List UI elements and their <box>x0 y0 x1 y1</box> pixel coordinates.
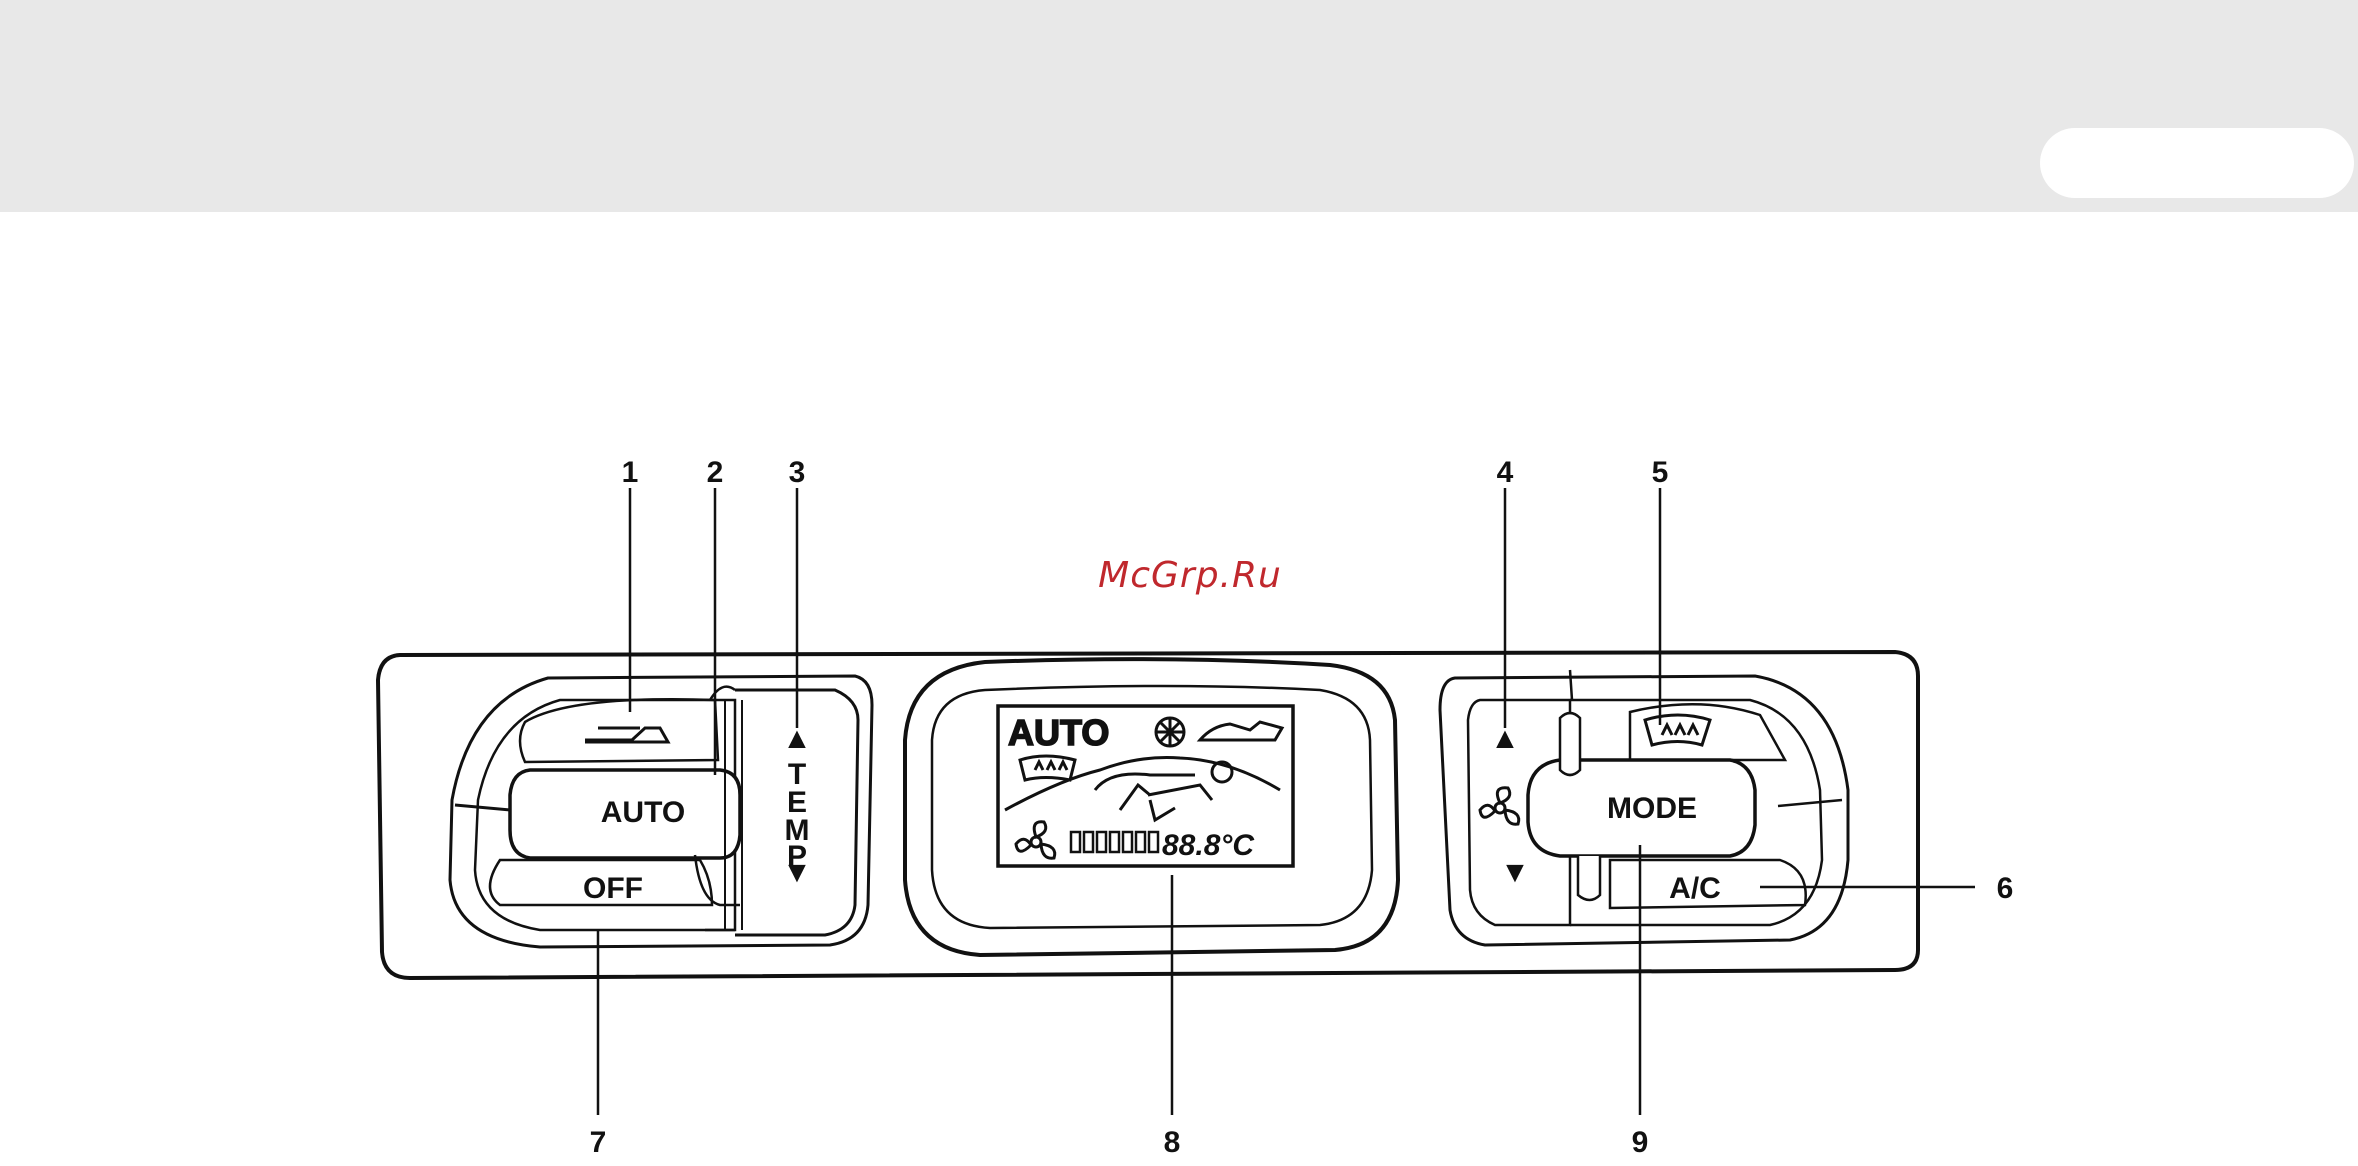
callout-6: 6 <box>1997 872 2014 905</box>
callout-1: 1 <box>622 456 639 489</box>
callout-8: 8 <box>1164 1126 1181 1159</box>
ac-button-label: A/C <box>1669 872 1721 905</box>
temp-down-arrow[interactable]: ▼ <box>782 856 812 889</box>
windshield-defrost-icon <box>1645 715 1710 745</box>
off-button-label: OFF <box>583 872 643 905</box>
auto-button[interactable]: AUTO <box>455 770 740 858</box>
off-button[interactable]: OFF <box>490 860 712 905</box>
callout-4: 4 <box>1497 456 1514 489</box>
lcd-temperature: 88.8°C <box>1162 829 1255 862</box>
center-display: AUTO <box>905 659 1398 955</box>
recirculation-button[interactable] <box>520 699 718 762</box>
mode-button[interactable]: MODE <box>1528 713 1755 900</box>
callout-5: 5 <box>1652 456 1669 489</box>
defrost-button[interactable] <box>1630 704 1785 760</box>
fan-speed-rocker[interactable]: ▲ ▼ <box>1480 722 1530 889</box>
auto-button-label: AUTO <box>601 796 685 829</box>
callout-3: 3 <box>789 456 806 489</box>
mode-button-label: MODE <box>1607 792 1697 825</box>
recirculation-icon <box>585 728 668 742</box>
callout-9: 9 <box>1632 1126 1649 1159</box>
callout-7: 7 <box>590 1126 607 1159</box>
fan-icon <box>1480 788 1519 824</box>
callout-2: 2 <box>707 456 724 489</box>
lcd-auto-text: AUTO <box>1008 712 1109 753</box>
fan-down-arrow[interactable]: ▼ <box>1500 856 1530 889</box>
ac-snowflake-icon <box>1156 718 1184 746</box>
